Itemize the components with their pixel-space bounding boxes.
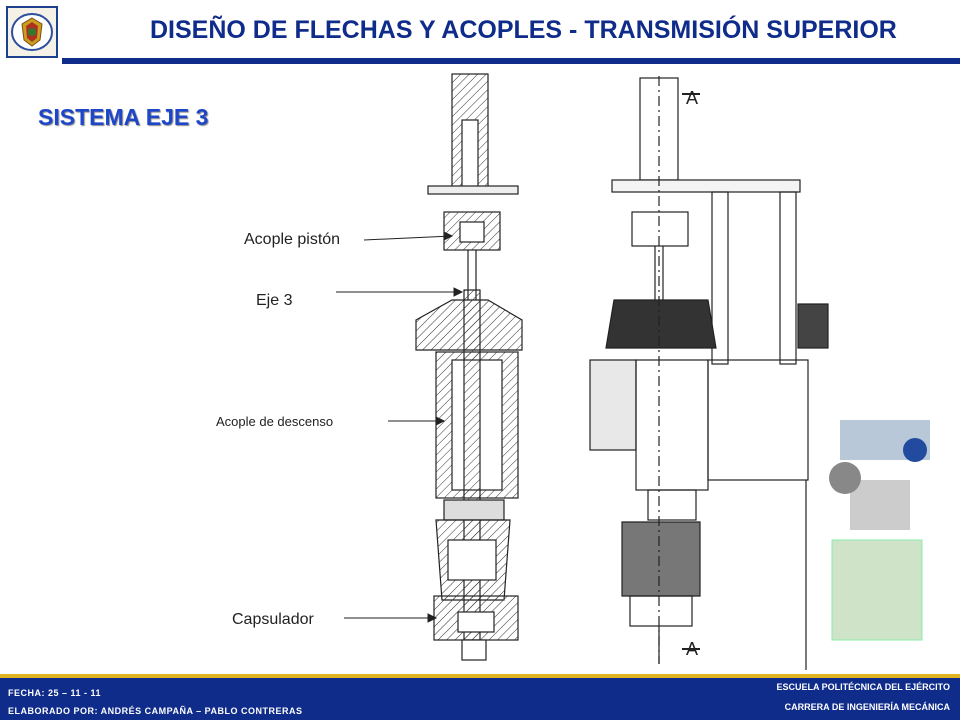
label-eje-3: Eje 3 xyxy=(256,292,293,309)
footer-date: FECHA: 25 – 11 - 11 xyxy=(8,688,102,698)
footer-authors: ELABORADO POR: ANDRÉS CAMPAÑA – PABLO CO… xyxy=(8,706,303,716)
label-acople-piston: Acople pistón xyxy=(244,231,341,248)
section-view-left xyxy=(415,73,523,661)
page-title: DISEÑO DE FLECHAS Y ACOPLES - TRANSMISIÓ… xyxy=(150,16,897,44)
section-marker-top: A xyxy=(686,88,698,108)
university-crest-icon xyxy=(6,6,58,58)
footer-institution: ESCUELA POLITÉCNICA DEL EJÉRCITO xyxy=(776,682,950,692)
front-view-right xyxy=(589,76,829,670)
footer-bar: FECHA: 25 – 11 - 11 ELABORADO POR: ANDRÉ… xyxy=(0,678,960,720)
section-marker-bottom: A xyxy=(686,639,698,659)
footer-career: CARRERA DE INGENIERÍA MECÁNICA xyxy=(784,702,950,712)
label-capsulador: Capsulador xyxy=(232,611,314,628)
label-acople-descenso: Acople de descenso xyxy=(216,414,334,429)
section-title: SISTEMA EJE 3 xyxy=(38,104,209,130)
header-divider xyxy=(62,58,960,64)
leader-arrows xyxy=(336,231,464,623)
header-bar: DISEÑO DE FLECHAS Y ACOPLES - TRANSMISIÓ… xyxy=(0,0,960,64)
footer-accent-line xyxy=(0,674,960,678)
machine-render-thumbnail xyxy=(829,420,930,641)
